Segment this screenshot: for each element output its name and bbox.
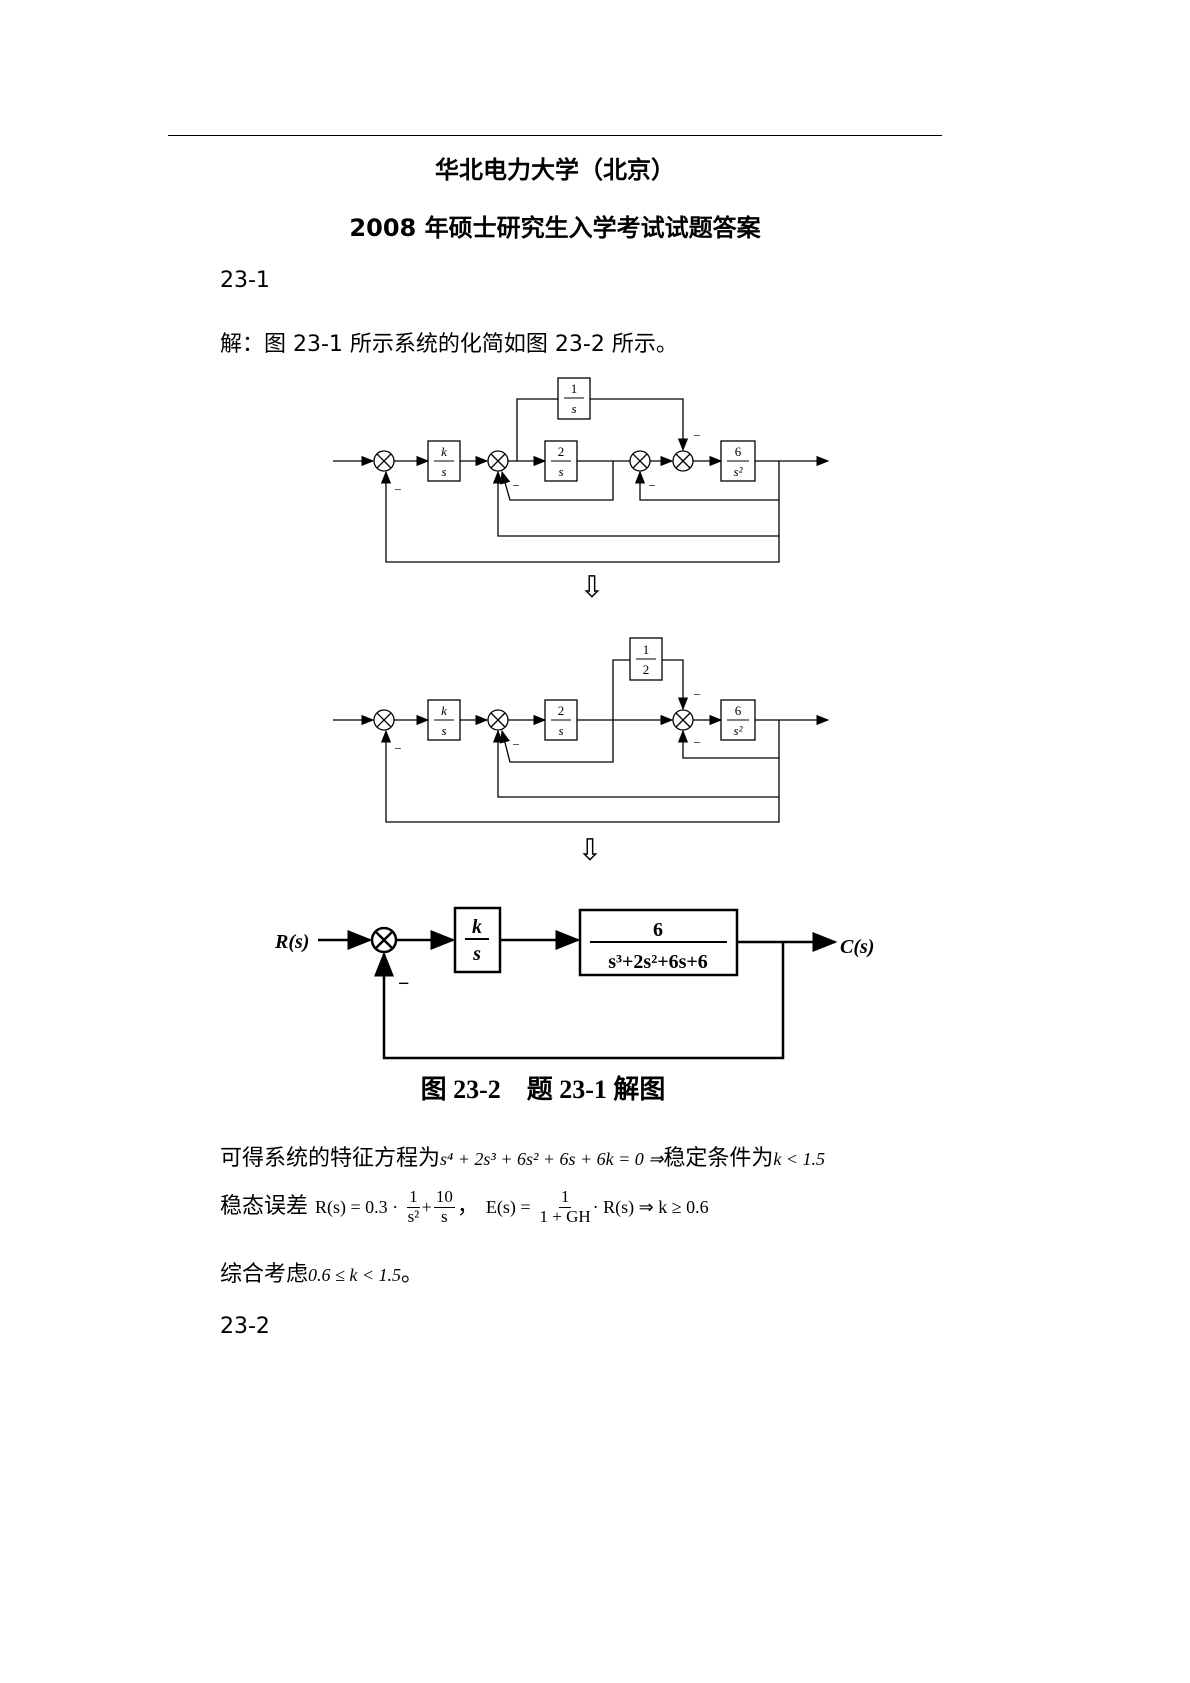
d1-block-6-den: s² (734, 464, 744, 479)
text: 稳定条件为 (663, 1146, 774, 1171)
d2-minus: − (693, 687, 700, 702)
d2-block-k-num: k (441, 703, 447, 718)
solution-intro: 解：图 23-1 所示系统的化简如图 23-2 所示。 (220, 332, 678, 357)
d3-k-den: s (472, 943, 481, 965)
down-arrow-icon: ⇩ (579, 571, 604, 604)
d2-block-half-den: 2 (643, 662, 650, 677)
d2-block-6-num: 6 (735, 703, 742, 718)
error-expr: E(s) = (485, 1197, 531, 1218)
diagram-simplified (333, 637, 830, 823)
section-label-23-1: 23-1 (220, 268, 270, 293)
d1-minus: − (394, 482, 401, 497)
num: 1 (558, 1187, 572, 1208)
d1-block-2s-num: 2 (558, 444, 565, 459)
down-arrow-icon: ⇩ (577, 834, 602, 867)
input-label: R(s) (274, 931, 309, 953)
university-title: 华北电力大学（北京） (435, 156, 675, 184)
text: 稳态误差 (220, 1194, 309, 1220)
d1-block-k-den: s (441, 464, 446, 479)
text: 可得系统的特征方程为 (220, 1146, 441, 1171)
d3-k-num: k (472, 916, 482, 938)
conclusion-line: 综合考虑0.6 ≤ k < 1.5。 (220, 1256, 423, 1288)
den: 1 + GH (539, 1206, 591, 1226)
diagram-final (318, 906, 838, 1060)
plus: + (421, 1197, 432, 1218)
d2-block-k-den: s (441, 723, 446, 738)
d1-minus: − (693, 428, 700, 443)
error-condition: · R(s) ⇒ k ≥ 0.6 (592, 1197, 709, 1218)
section-label-23-2: 23-2 (220, 1314, 270, 1339)
d2-block-6-den: s² (734, 723, 744, 738)
text: 综合考虑 (220, 1262, 309, 1287)
char-equation: s⁴ + 2s³ + 6s² + 6s + 6k = 0 ⇒ (440, 1149, 664, 1169)
d1-minus: − (512, 478, 519, 493)
den: s (441, 1206, 448, 1226)
d2-minus: − (394, 741, 401, 756)
d3-plant-den: s³+2s²+6s+6 (608, 951, 708, 973)
d1-minus: − (648, 478, 655, 493)
d3-minus: − (398, 973, 409, 995)
final-range: 0.6 ≤ k < 1.5 (308, 1265, 402, 1285)
d2-block-half-num: 1 (643, 642, 650, 657)
header-rule (168, 135, 942, 136)
d1-block-2s-den: s (558, 464, 563, 479)
period: 。 (401, 1262, 424, 1287)
diagram-original (333, 377, 830, 563)
d2-minus: − (512, 737, 519, 752)
den: s² (407, 1206, 420, 1226)
d2-minus: − (693, 735, 700, 750)
num: 10 (433, 1187, 455, 1208)
num: 1 (407, 1187, 420, 1208)
d2-block-2s-num: 2 (558, 703, 565, 718)
exam-title: 2008 年硕士研究生入学考试试题答案 (349, 214, 761, 242)
d3-plant-num: 6 (653, 919, 663, 941)
d1-block-1s-den: s (571, 401, 576, 416)
input-expr: R(s) = 0.3 · (315, 1197, 399, 1218)
d1-block-k-num: k (441, 444, 447, 459)
d1-block-6-num: 6 (735, 444, 742, 459)
stability-condition: k < 1.5 (773, 1149, 826, 1169)
comma: ， (456, 1194, 479, 1220)
output-label: C(s) (840, 936, 874, 958)
d1-block-1s-num: 1 (571, 381, 578, 396)
d2-block-2s-den: s (558, 723, 563, 738)
characteristic-equation-line: 可得系统的特征方程为s⁴ + 2s³ + 6s² + 6s + 6k = 0 ⇒… (220, 1140, 825, 1172)
figure-caption: 图 23-2 题 23-1 解图 (421, 1075, 666, 1104)
